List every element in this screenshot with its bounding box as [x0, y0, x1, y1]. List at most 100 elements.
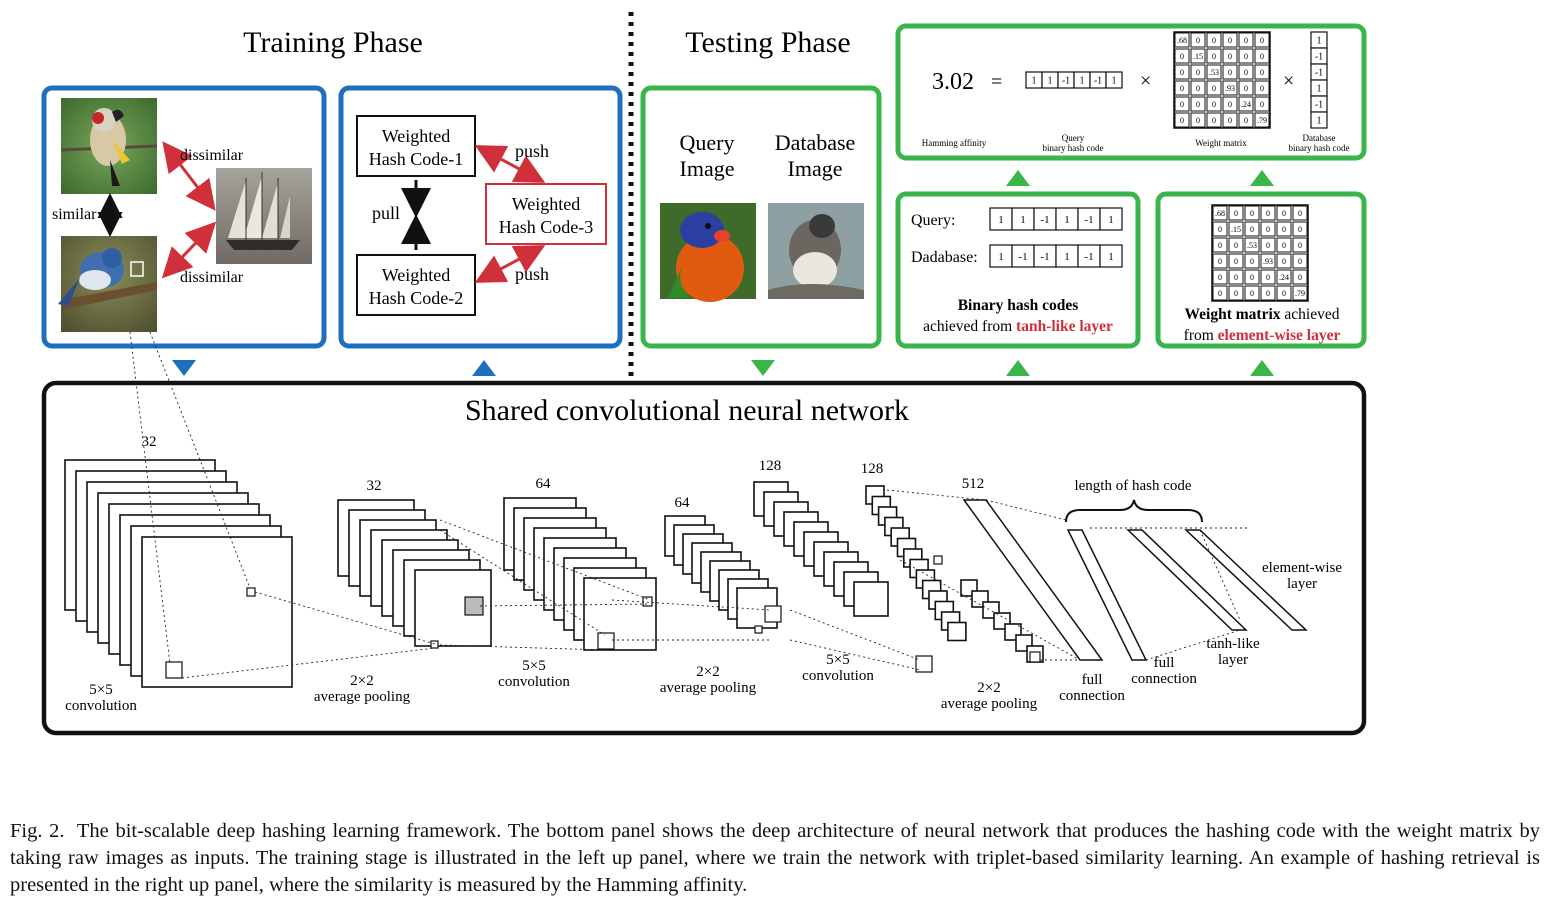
dotted-connection — [886, 489, 986, 501]
weight-matrix-bottom-value: 0 — [1234, 257, 1238, 266]
weight-matrix-bottom-cell — [1276, 237, 1292, 253]
weight-matrix-bottom-cell — [1212, 269, 1228, 285]
query-code-value: -1 — [1062, 76, 1070, 87]
weight-matrix-top-cell — [1238, 96, 1254, 112]
binary-caption-title: Binary hash codes — [958, 297, 1079, 314]
weight-matrix-top-value: 0 — [1260, 52, 1264, 61]
hash-length-label: length of hash code — [1074, 478, 1191, 494]
weighted-hash-code-2-box: Weighted Hash Code-2 — [356, 254, 476, 316]
kernel-square — [764, 605, 782, 623]
weight-matrix-top-cell — [1190, 48, 1206, 64]
database-code-label-1: Database — [1303, 133, 1336, 143]
weight-matrix-top-cell — [1206, 112, 1222, 128]
weight-matrix-bottom-value: 0 — [1298, 225, 1302, 234]
weight-matrix-top-cell — [1206, 32, 1222, 48]
bird-database-image — [768, 203, 864, 299]
kernel-square — [754, 625, 763, 634]
query-binary-value: -1 — [1084, 214, 1093, 226]
weighted-hash-code-3-box: Weighted Hash Code-3 — [485, 183, 607, 245]
kernel-square — [642, 596, 653, 607]
hash-length-brace — [1065, 499, 1203, 523]
weight-matrix-bottom-value: 0 — [1234, 273, 1238, 282]
database-image-label-2: Image — [788, 156, 843, 181]
weight-matrix-bottom-value: 0 — [1250, 257, 1254, 266]
weight-matrix-top-value: 0 — [1228, 100, 1232, 109]
dotted-connection — [899, 559, 1081, 661]
conv2-label-1: 5×5 — [522, 658, 545, 674]
weight-matrix-top-value: 0 — [1196, 84, 1200, 93]
weight-matrix-bottom-cell — [1292, 221, 1308, 237]
weight-caption-line-2: from element-wise layer — [1184, 327, 1341, 344]
database-code-value: 1 — [1317, 84, 1322, 95]
weight-matrix-top-cell — [1238, 48, 1254, 64]
figure-caption-text: The bit-scalable deep hashing learning f… — [10, 820, 1540, 896]
weight-matrix-bottom-value: 0 — [1298, 241, 1302, 250]
weight-matrix-bottom-cell — [1244, 221, 1260, 237]
database-row-label: Dadabase: — [911, 249, 978, 266]
triplet-images-panel — [41, 85, 327, 349]
connection-lines — [129, 331, 1250, 679]
up-triangle-green-4 — [1250, 360, 1274, 376]
weight-matrix-bottom-value: .79 — [1295, 289, 1305, 298]
weight-matrix-bottom-cell — [1276, 285, 1292, 301]
weight-matrix-top-value: 0 — [1180, 84, 1184, 93]
svg-text:Hash Code-1: Hash Code-1 — [369, 149, 463, 169]
kernel-square — [430, 640, 439, 649]
testing-phase-title: Testing Phase — [685, 26, 850, 59]
weight-matrix-bottom-cell — [1292, 269, 1308, 285]
weight-matrix-bottom-cell — [1292, 285, 1308, 301]
weight-matrix-bottom-value: .93 — [1263, 257, 1273, 266]
weight-matrix-top-cell — [1190, 112, 1206, 128]
dotted-connection — [254, 591, 436, 645]
hamming-affinity-label: Hamming affinity — [922, 138, 987, 148]
weight-matrix-bottom-cell — [1212, 205, 1228, 221]
database-binary-value: -1 — [1040, 251, 1049, 263]
weight-matrix-top-value: 0 — [1228, 36, 1232, 45]
weight-matrix-bottom-cell — [1276, 221, 1292, 237]
push-top-arrow — [474, 145, 546, 183]
kernel-square — [165, 661, 183, 679]
weight-matrix-bottom-value: .53 — [1247, 241, 1257, 250]
weight-matrix-top-cell — [1254, 32, 1270, 48]
pool3-label-2: average pooling — [941, 696, 1038, 712]
dotted-connection — [1199, 529, 1241, 621]
weight-matrix-top-cell — [1222, 80, 1238, 96]
weight-matrix-bottom-value: 0 — [1266, 241, 1270, 250]
shared-cnn-panel — [41, 380, 1367, 736]
weight-matrix-bottom-value: 0 — [1234, 289, 1238, 298]
weight-matrix-bottom-value: 0 — [1218, 257, 1222, 266]
pool1-label-1: 2×2 — [350, 673, 373, 689]
weight-matrix-top-cell — [1174, 96, 1190, 112]
hamming-affinity-panel — [895, 23, 1367, 161]
svg-text:Hash Code-2: Hash Code-2 — [369, 288, 463, 308]
down-triangle-blue — [172, 360, 196, 376]
up-triangle-green-3 — [1006, 360, 1030, 376]
weight-matrix-top-cell — [1190, 64, 1206, 80]
fc2-label-1: full — [1154, 655, 1175, 671]
up-triangle-blue — [472, 360, 496, 376]
dotted-connection — [479, 603, 651, 607]
query-binary-value: 1 — [1020, 214, 1026, 226]
cnn-title: Shared convolutional neural network — [465, 394, 909, 427]
query-binary-value: 1 — [998, 214, 1004, 226]
kernel-square — [933, 555, 943, 565]
kernel-square — [464, 596, 484, 616]
weight-matrix-bottom-cell — [1260, 253, 1276, 269]
figure-caption: Fig. 2. The bit-scalable deep hashing le… — [10, 818, 1540, 899]
query-code-value: 1 — [1048, 76, 1053, 87]
weight-matrix-top-cell — [1238, 80, 1254, 96]
weight-matrix-bottom-cell — [1244, 237, 1260, 253]
weight-matrix-top-cell — [1174, 112, 1190, 128]
weight-matrix-bottom-value: 0 — [1266, 225, 1270, 234]
query-code-value: 1 — [1112, 76, 1117, 87]
weight-matrix-bottom-cell — [1276, 253, 1292, 269]
weight-matrix-bottom-cell — [1260, 221, 1276, 237]
weight-matrix-top-cell — [1190, 80, 1206, 96]
weight-matrix-bottom-cell — [1292, 253, 1308, 269]
weight-matrix-bottom-value: 0 — [1250, 273, 1254, 282]
weight-matrix-bottom-value: 0 — [1266, 273, 1270, 282]
weight-matrix-top-value: 0 — [1244, 52, 1248, 61]
pool1-label-2: average pooling — [314, 689, 411, 705]
